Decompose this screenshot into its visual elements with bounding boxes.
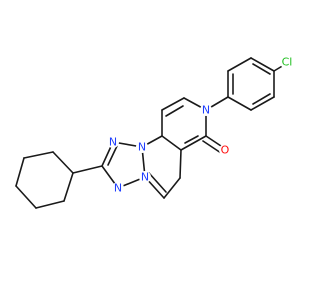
- atom-label: N: [138, 141, 146, 154]
- atom-label: N: [114, 182, 122, 195]
- bond-cyclohexyl-triazole: [72, 165, 103, 174]
- atom-label: N: [141, 171, 149, 184]
- atom-n-left: N: [139, 171, 151, 184]
- bond-carbonyl: [202, 140, 222, 154]
- bond: [250, 96, 275, 111]
- bond: [250, 57, 275, 72]
- atom-label: Cl: [282, 56, 293, 69]
- molecule-structure-diagram: N N N N N O Cl: [15, 55, 294, 209]
- bond: [165, 105, 184, 117]
- bond: [227, 57, 252, 72]
- chlorophenyl-ring: [227, 57, 275, 111]
- bond: [252, 63, 271, 75]
- atom-label: O: [221, 144, 230, 157]
- bond: [163, 177, 181, 199]
- atom-cl: Cl: [280, 55, 294, 69]
- bond: [180, 135, 207, 151]
- bond: [184, 135, 199, 144]
- bond: [252, 93, 271, 105]
- bond: [179, 149, 182, 179]
- bond: [15, 185, 37, 209]
- pyridinone-ring: [161, 97, 207, 151]
- bond: [148, 172, 167, 193]
- atom-n-amide: N: [200, 104, 212, 117]
- bond: [161, 97, 185, 111]
- atom-label: N: [202, 104, 210, 117]
- bond: [227, 96, 252, 111]
- bond: [52, 151, 74, 174]
- bond: [107, 145, 118, 166]
- atom-n-top: N: [107, 136, 119, 149]
- atom-n-bridge: N: [136, 141, 148, 154]
- bond: [23, 151, 54, 159]
- bond: [35, 200, 65, 209]
- bond: [15, 157, 25, 187]
- cyclohexyl-ring: [15, 151, 74, 209]
- atom-o-carbonyl: O: [219, 144, 231, 157]
- bond: [63, 172, 74, 202]
- atom-n-lower: N: [112, 182, 124, 195]
- atom-label: N: [109, 136, 117, 149]
- bond: [161, 135, 182, 151]
- pyrimidine-ring: [141, 135, 182, 199]
